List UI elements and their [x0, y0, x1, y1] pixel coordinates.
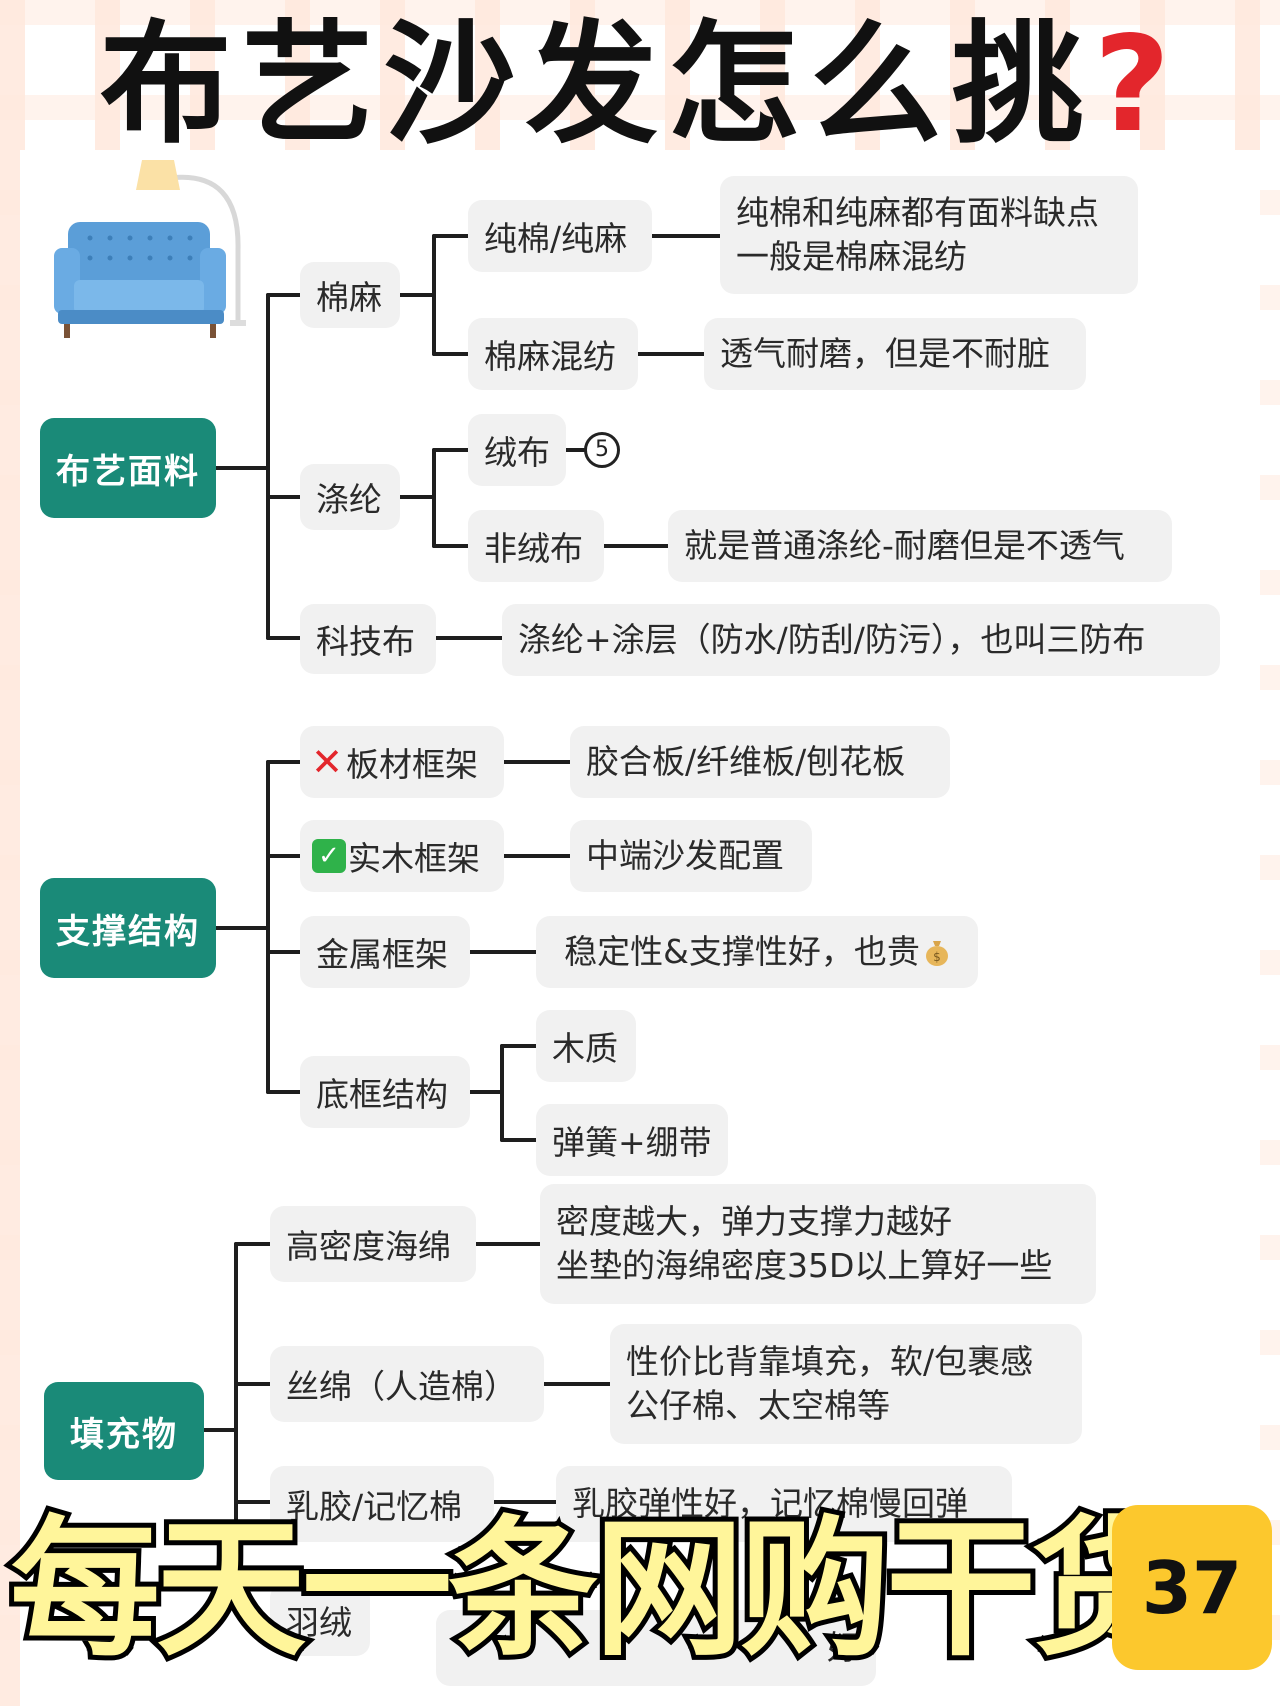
node-spring-webbing: 弹簧+绷带 — [536, 1104, 728, 1176]
note-line-1: 纯棉和纯麻都有面料缺点 — [736, 193, 1099, 232]
bottom-banner-text: 每天一条网购干货 — [5, 1498, 1187, 1682]
cross-mark-icon: ✕ — [311, 740, 343, 784]
note-polyester-wadding: 性价比背靠填充，软/包裹感 公仔棉、太空棉等 — [610, 1324, 1082, 1444]
section-root-filling: 填充物 — [44, 1382, 204, 1480]
svg-text:$: $ — [933, 950, 941, 964]
node-solid-wood-frame-label: 实木框架 — [348, 839, 480, 878]
note-down-text: 好 — [827, 1628, 860, 1667]
note-latex-memory-foam: 乳胶弹性好，记忆棉慢回弹 — [556, 1466, 1012, 1542]
episode-number-badge: 37 — [1112, 1505, 1272, 1670]
node-non-velvet: 非绒布 — [468, 510, 604, 582]
node-pure-cotton-linen: 纯棉/纯麻 — [468, 200, 652, 272]
node-base-frame: 底框结构 — [300, 1056, 470, 1128]
money-bag-icon: $ — [925, 941, 948, 966]
note-pure-cotton-linen: 纯棉和纯麻都有面料缺点 一般是棉麻混纺 — [720, 176, 1138, 294]
note-line-2: 公仔棉、太空棉等 — [626, 1386, 890, 1425]
note-line-2: 坐垫的海绵密度35D以上算好一些 — [556, 1246, 1053, 1285]
node-board-frame: ✕板材框架 — [300, 726, 504, 798]
node-solid-wood-frame: ✓实木框架 — [300, 820, 504, 892]
question-mark: ? — [1093, 8, 1181, 162]
node-high-density-foam: 高密度海绵 — [270, 1206, 476, 1282]
note-high-density-foam: 密度越大，弹力支撑力越好 坐垫的海绵密度35D以上算好一些 — [540, 1184, 1096, 1304]
note-board-frame: 胶合板/纤维板/刨花板 — [570, 726, 950, 798]
reference-number-circle: 5 — [584, 432, 620, 468]
note-line-1: 性价比背靠填充，软/包裹感 — [626, 1342, 1034, 1381]
node-board-frame-label: 板材框架 — [346, 745, 478, 784]
node-latex-memory-foam: 乳胶/记忆棉 — [270, 1466, 494, 1542]
node-wood: 木质 — [536, 1010, 636, 1082]
check-mark-icon: ✓ — [312, 839, 346, 873]
note-cotton-linen-blend: 透气耐磨，但是不耐脏 — [704, 318, 1086, 390]
note-line-1: 密度越大，弹力支撑力越好 — [556, 1202, 952, 1241]
section-root-fabric: 布艺面料 — [40, 418, 216, 518]
node-velvet: 绒布 — [468, 414, 566, 486]
node-polyester-wadding: 丝绵（人造棉） — [270, 1346, 544, 1422]
page-title: 布艺沙发怎么挑? — [0, 10, 1280, 160]
node-cotton-linen: 棉麻 — [300, 262, 400, 328]
note-metal-frame-text: 稳定性&支撑性好，也贵 — [564, 932, 920, 971]
sofa-lamp-illustration — [54, 160, 246, 338]
section-root-support: 支撑结构 — [40, 878, 216, 978]
node-polyester: 涤纶 — [300, 464, 400, 530]
node-tech-fabric: 科技布 — [300, 604, 436, 674]
note-non-velvet: 就是普通涤纶-耐磨但是不透气 — [668, 510, 1172, 582]
page-title-text: 布艺沙发怎么挑 — [99, 8, 1094, 162]
node-cotton-linen-blend: 棉麻混纺 — [468, 318, 638, 390]
node-down: 羽绒 — [270, 1584, 370, 1656]
note-line-2: 一般是棉麻混纺 — [736, 237, 967, 276]
note-tech-fabric: 涤纶+涂层（防水/防刮/防污），也叫三防布 — [502, 604, 1220, 676]
note-down: 好 — [436, 1610, 876, 1686]
note-metal-frame: 稳定性&支撑性好，也贵 $ — [536, 916, 978, 988]
note-solid-wood-frame: 中端沙发配置 — [570, 820, 812, 892]
node-metal-frame: 金属框架 — [300, 916, 470, 988]
